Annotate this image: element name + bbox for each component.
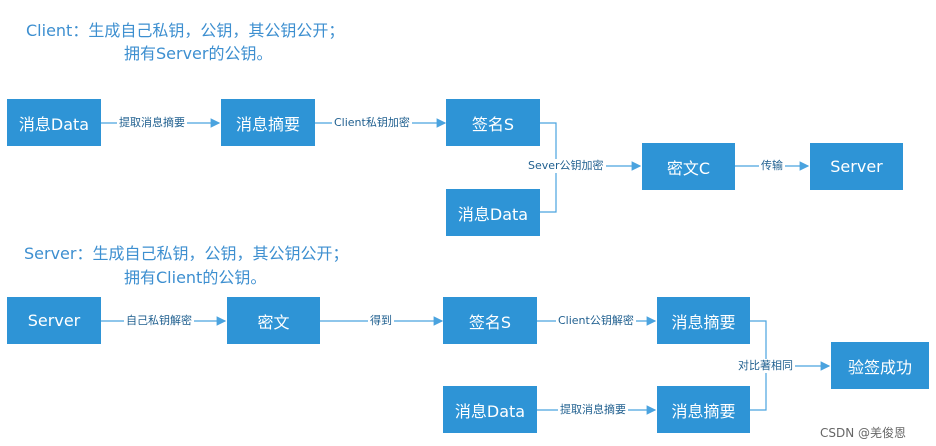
node-message-data: 消息Data xyxy=(7,99,101,146)
edge-data2-merge xyxy=(540,166,557,213)
label-extract-digest: 提取消息摘要 xyxy=(117,116,187,130)
node-message-data-3: 消息Data xyxy=(443,386,537,433)
section1-caption-line2: 拥有Server的公钥。 xyxy=(124,44,273,63)
node-server-2: Server xyxy=(7,297,101,344)
node-message-digest: 消息摘要 xyxy=(221,99,315,146)
label-extract-digest-2: 提取消息摘要 xyxy=(558,403,628,417)
node-server: Server xyxy=(810,143,903,190)
node-message-digest-1: 消息摘要 xyxy=(657,297,750,344)
edge-digest2-merge xyxy=(750,366,767,411)
node-verify-success: 验签成功 xyxy=(831,342,929,389)
section2-caption-line2: 拥有Client的公钥。 xyxy=(124,268,267,287)
label-server-public-encrypt: Sever公钥加密 xyxy=(526,159,606,173)
label-client-private-encrypt: Client私钥加密 xyxy=(332,116,412,130)
node-ciphertext-c: 密文C xyxy=(642,143,735,190)
edge-signature-merge xyxy=(540,122,557,166)
section1-caption-line1: Client：生成自己私钥，公钥，其公钥公开； xyxy=(26,21,345,40)
watermark: CSDN @羌俊恩 xyxy=(820,426,907,440)
node-ciphertext: 密文 xyxy=(227,297,320,344)
edge-digest1-merge xyxy=(750,320,767,366)
label-client-public-decrypt: Client公钥解密 xyxy=(556,314,636,328)
label-decrypt-own-private: 自己私钥解密 xyxy=(124,314,194,328)
node-message-data-2: 消息Data xyxy=(446,189,540,236)
node-signature-2: 签名S xyxy=(443,297,537,344)
node-message-digest-2: 消息摘要 xyxy=(657,386,750,433)
label-obtain: 得到 xyxy=(368,314,394,328)
node-signature: 签名S xyxy=(446,99,540,146)
label-transmit: 传输 xyxy=(759,159,785,173)
section2-caption-line1: Server：生成自己私钥，公钥，其公钥公开； xyxy=(24,244,349,263)
label-compare-same: 对比著相同 xyxy=(736,359,795,373)
